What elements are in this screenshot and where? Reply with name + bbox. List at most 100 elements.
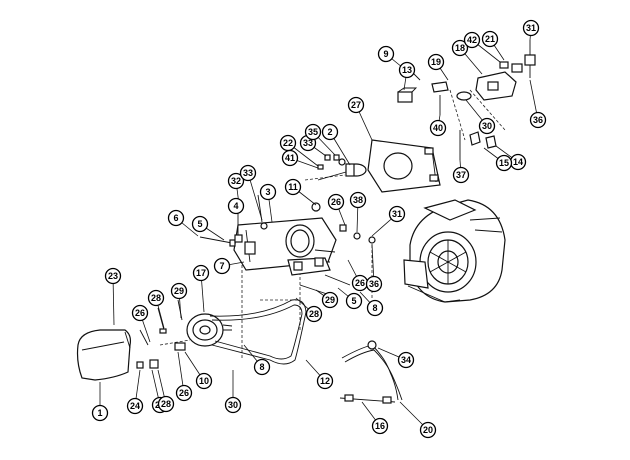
- callout-number: 30: [228, 400, 238, 410]
- callout-number: 37: [456, 170, 466, 180]
- callout-29: 29: [321, 291, 339, 309]
- callout-number: 23: [108, 271, 118, 281]
- callout-circle: [388, 205, 406, 223]
- callout-41: 41: [281, 149, 299, 167]
- callout-circle: [91, 404, 109, 422]
- callout-number: 29: [325, 295, 335, 305]
- callout-2: 2: [321, 123, 339, 141]
- callout-number: 33: [243, 168, 253, 178]
- callout-circle: [131, 304, 149, 322]
- callout-number: 18: [455, 43, 465, 53]
- callout-circle: [305, 305, 323, 323]
- control-box: [475, 40, 536, 101]
- callout-23: 23: [104, 267, 122, 285]
- callout-number: 19: [431, 57, 441, 67]
- callout-34: 34: [397, 351, 415, 369]
- callout-circle: [481, 30, 499, 48]
- callout-31: 31: [388, 205, 406, 223]
- tension-bracket: [287, 257, 331, 276]
- callout-number: 28: [161, 399, 171, 409]
- callout-circle: [175, 384, 193, 402]
- callout-circle: [452, 166, 470, 184]
- motor-mount-bracket: [233, 217, 337, 271]
- callout-number: 28: [151, 293, 161, 303]
- callout-circle: [224, 396, 242, 414]
- callout-circle: [522, 19, 540, 37]
- callout-circle: [195, 372, 213, 390]
- callout-3: 3: [259, 183, 277, 201]
- callout-circle: [284, 178, 302, 196]
- callout-17: 17: [192, 264, 210, 282]
- callout-number: 10: [199, 376, 209, 386]
- callout-number: 27: [351, 100, 361, 110]
- callout-circle: [321, 291, 339, 309]
- callout-circle: [157, 395, 175, 413]
- callout-circle: [147, 289, 165, 307]
- callout-28: 28: [147, 289, 165, 307]
- callout-35: 35: [304, 123, 322, 141]
- callout-leader-33: [247, 172, 263, 221]
- callout-number: 29: [174, 286, 184, 296]
- callout-circle: [349, 191, 367, 209]
- callout-number: 30: [482, 121, 492, 131]
- callout-15: 15: [495, 154, 513, 172]
- callout-10: 10: [195, 372, 213, 390]
- callout-18: 18: [451, 39, 469, 57]
- callout-9: 9: [377, 45, 395, 63]
- callout-circle: [253, 358, 271, 376]
- callout-number: 24: [130, 401, 140, 411]
- callout-number: 8: [372, 303, 377, 313]
- callout-number: 7: [219, 261, 224, 271]
- callout-number: 42: [467, 35, 477, 45]
- callout-circle: [126, 397, 144, 415]
- elbow-fittings: [459, 130, 497, 160]
- callout-number: 40: [433, 123, 443, 133]
- callout-number: 15: [499, 158, 509, 168]
- callout-14: 14: [509, 153, 527, 171]
- callout-16: 16: [371, 417, 389, 435]
- callout-number: 20: [423, 425, 433, 435]
- callout-circle: [427, 53, 445, 71]
- callout-28: 28: [305, 305, 323, 323]
- callout-number: 22: [283, 138, 293, 148]
- callout-circle: [377, 45, 395, 63]
- callout-number: 12: [320, 376, 330, 386]
- callout-circle: [281, 149, 299, 167]
- callout-11: 11: [284, 178, 302, 196]
- callout-number: 26: [179, 388, 189, 398]
- callout-leader-23: [112, 275, 115, 326]
- callout-number: 14: [513, 157, 523, 167]
- callout-number: 36: [533, 115, 543, 125]
- callout-24: 24: [126, 397, 144, 415]
- callout-37: 37: [452, 166, 470, 184]
- callout-number: 9: [383, 49, 388, 59]
- callout-number: 3: [265, 187, 270, 197]
- callout-circle: [463, 31, 481, 49]
- callout-number: 21: [485, 34, 495, 44]
- callout-number: 31: [526, 23, 536, 33]
- callout-26: 26: [351, 274, 369, 292]
- callout-circle: [213, 257, 231, 275]
- callout-1: 1: [91, 404, 109, 422]
- callout-27: 27: [347, 96, 365, 114]
- callout-circle: [227, 172, 245, 190]
- callout-26: 26: [327, 193, 345, 211]
- callout-22: 22: [279, 134, 297, 152]
- right-hardware: [299, 224, 376, 296]
- callout-circle: [365, 275, 383, 293]
- callout-30: 30: [224, 396, 242, 414]
- callout-number: 1: [97, 408, 102, 418]
- callout-40: 40: [429, 119, 447, 137]
- callout-number: 2: [327, 127, 332, 137]
- callout-circle: [259, 183, 277, 201]
- callout-circle: [304, 123, 322, 141]
- callout-circle: [167, 209, 185, 227]
- blower-housing: [403, 199, 506, 303]
- callout-26: 26: [131, 304, 149, 322]
- grommet-switch: [397, 69, 472, 115]
- callout-number: 17: [196, 268, 206, 278]
- callout-number: 11: [288, 182, 298, 192]
- bracket-bolts: [199, 194, 268, 247]
- callout-circle: [239, 164, 257, 182]
- callout-36: 36: [365, 275, 383, 293]
